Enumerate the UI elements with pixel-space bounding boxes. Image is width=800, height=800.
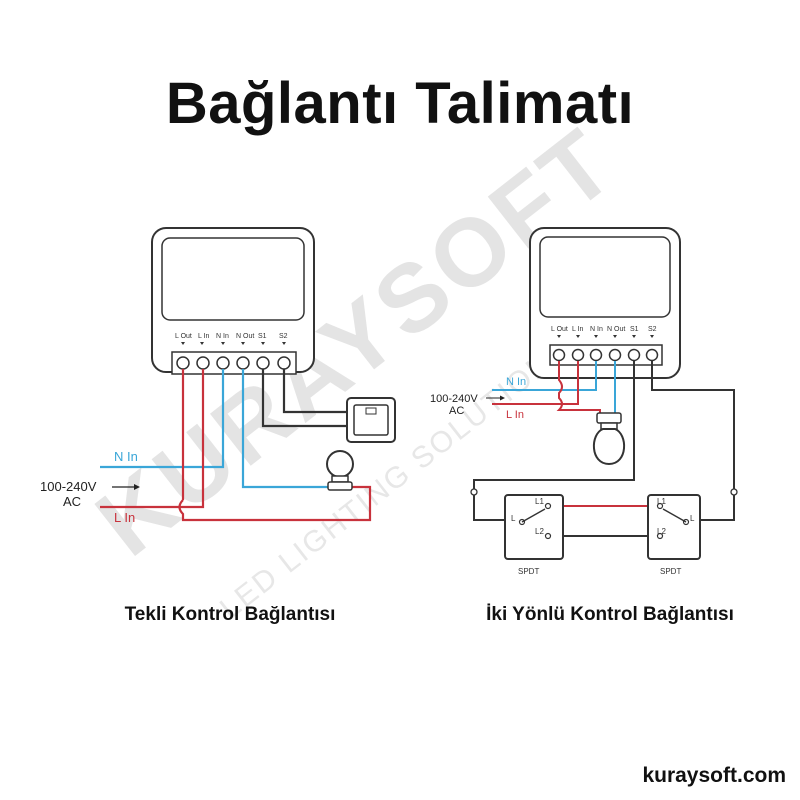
neutral-in-wire-left: [100, 369, 225, 469]
spdt-switch-1: L1 L2 L SPDT: [504, 494, 564, 576]
arrow-right-icon: [112, 484, 140, 490]
light-bulb-icon: [326, 450, 354, 491]
voltage-label-right: 100-240V: [430, 393, 478, 405]
live-in-label-left: L In: [114, 510, 135, 525]
switch-l-label: L: [511, 514, 516, 523]
terminal-label: S2: [279, 333, 288, 340]
s2-wire-right: [651, 361, 735, 521]
two-way-control-diagram: L Out L In N In N Out S1 S2: [430, 227, 738, 576]
switch-l1-label: L1: [535, 497, 544, 506]
wall-switch-rocker: [353, 404, 389, 436]
live-in-wire-left: [100, 369, 205, 509]
arrow-right-icon: [486, 395, 505, 401]
terminal-label: L Out: [175, 333, 192, 340]
s2-wire-left: [282, 369, 348, 414]
switch-l1-label: L1: [657, 497, 666, 506]
terminal-label: S1: [630, 326, 639, 333]
s1-wire-left: [261, 369, 348, 428]
neutral-in-label-right: N In: [506, 376, 526, 388]
switch-l-label: L: [690, 514, 695, 523]
neutral-in-label-left: N In: [114, 449, 138, 464]
light-bulb-icon: [593, 412, 625, 466]
single-control-diagram: L Out L In N In N Out S1 S2: [40, 227, 396, 525]
live-in-label-right: L In: [506, 409, 524, 421]
neutral-in-wire-right: [492, 361, 597, 391]
voltage-ac-label-right: AC: [449, 405, 464, 417]
switch-type-label: SPDT: [518, 567, 539, 576]
terminal-label: L In: [572, 326, 584, 333]
terminal-label: N Out: [236, 333, 254, 340]
voltage-label-left: 100-240V: [40, 479, 97, 494]
voltage-ac-label-left: AC: [63, 494, 81, 509]
module-face-left: [161, 237, 305, 321]
single-control-caption: Tekli Kontrol Bağlantısı: [124, 604, 336, 625]
two-way-control-caption: İki Yönlü Kontrol Bağlantısı: [486, 604, 734, 625]
terminal-label: L In: [198, 333, 210, 340]
terminal-label: L Out: [551, 326, 568, 333]
terminal-block-right: [549, 344, 663, 366]
website-link[interactable]: kuraysoft.com: [642, 764, 786, 787]
switch-l2-label: L2: [535, 527, 544, 536]
neutral-out-wire-left: [241, 369, 330, 489]
switch-type-label: SPDT: [660, 567, 681, 576]
terminal-label: S1: [258, 333, 267, 340]
terminal-label: N Out: [607, 326, 625, 333]
terminal-label: S2: [648, 326, 657, 333]
live-in-wire-right: [492, 361, 579, 405]
spdt-switch-2: L1 L2 L SPDT: [647, 494, 701, 576]
page-title: Bağlantı Talimatı: [165, 71, 635, 136]
s1-wire-right: [473, 361, 635, 521]
terminal-label: N In: [216, 333, 229, 340]
module-face-right: [539, 236, 671, 318]
terminal-label: N In: [590, 326, 603, 333]
live-out-jump: [178, 485, 372, 522]
live-out-wire-right: [556, 361, 601, 413]
switch-l2-label: L2: [657, 527, 666, 536]
